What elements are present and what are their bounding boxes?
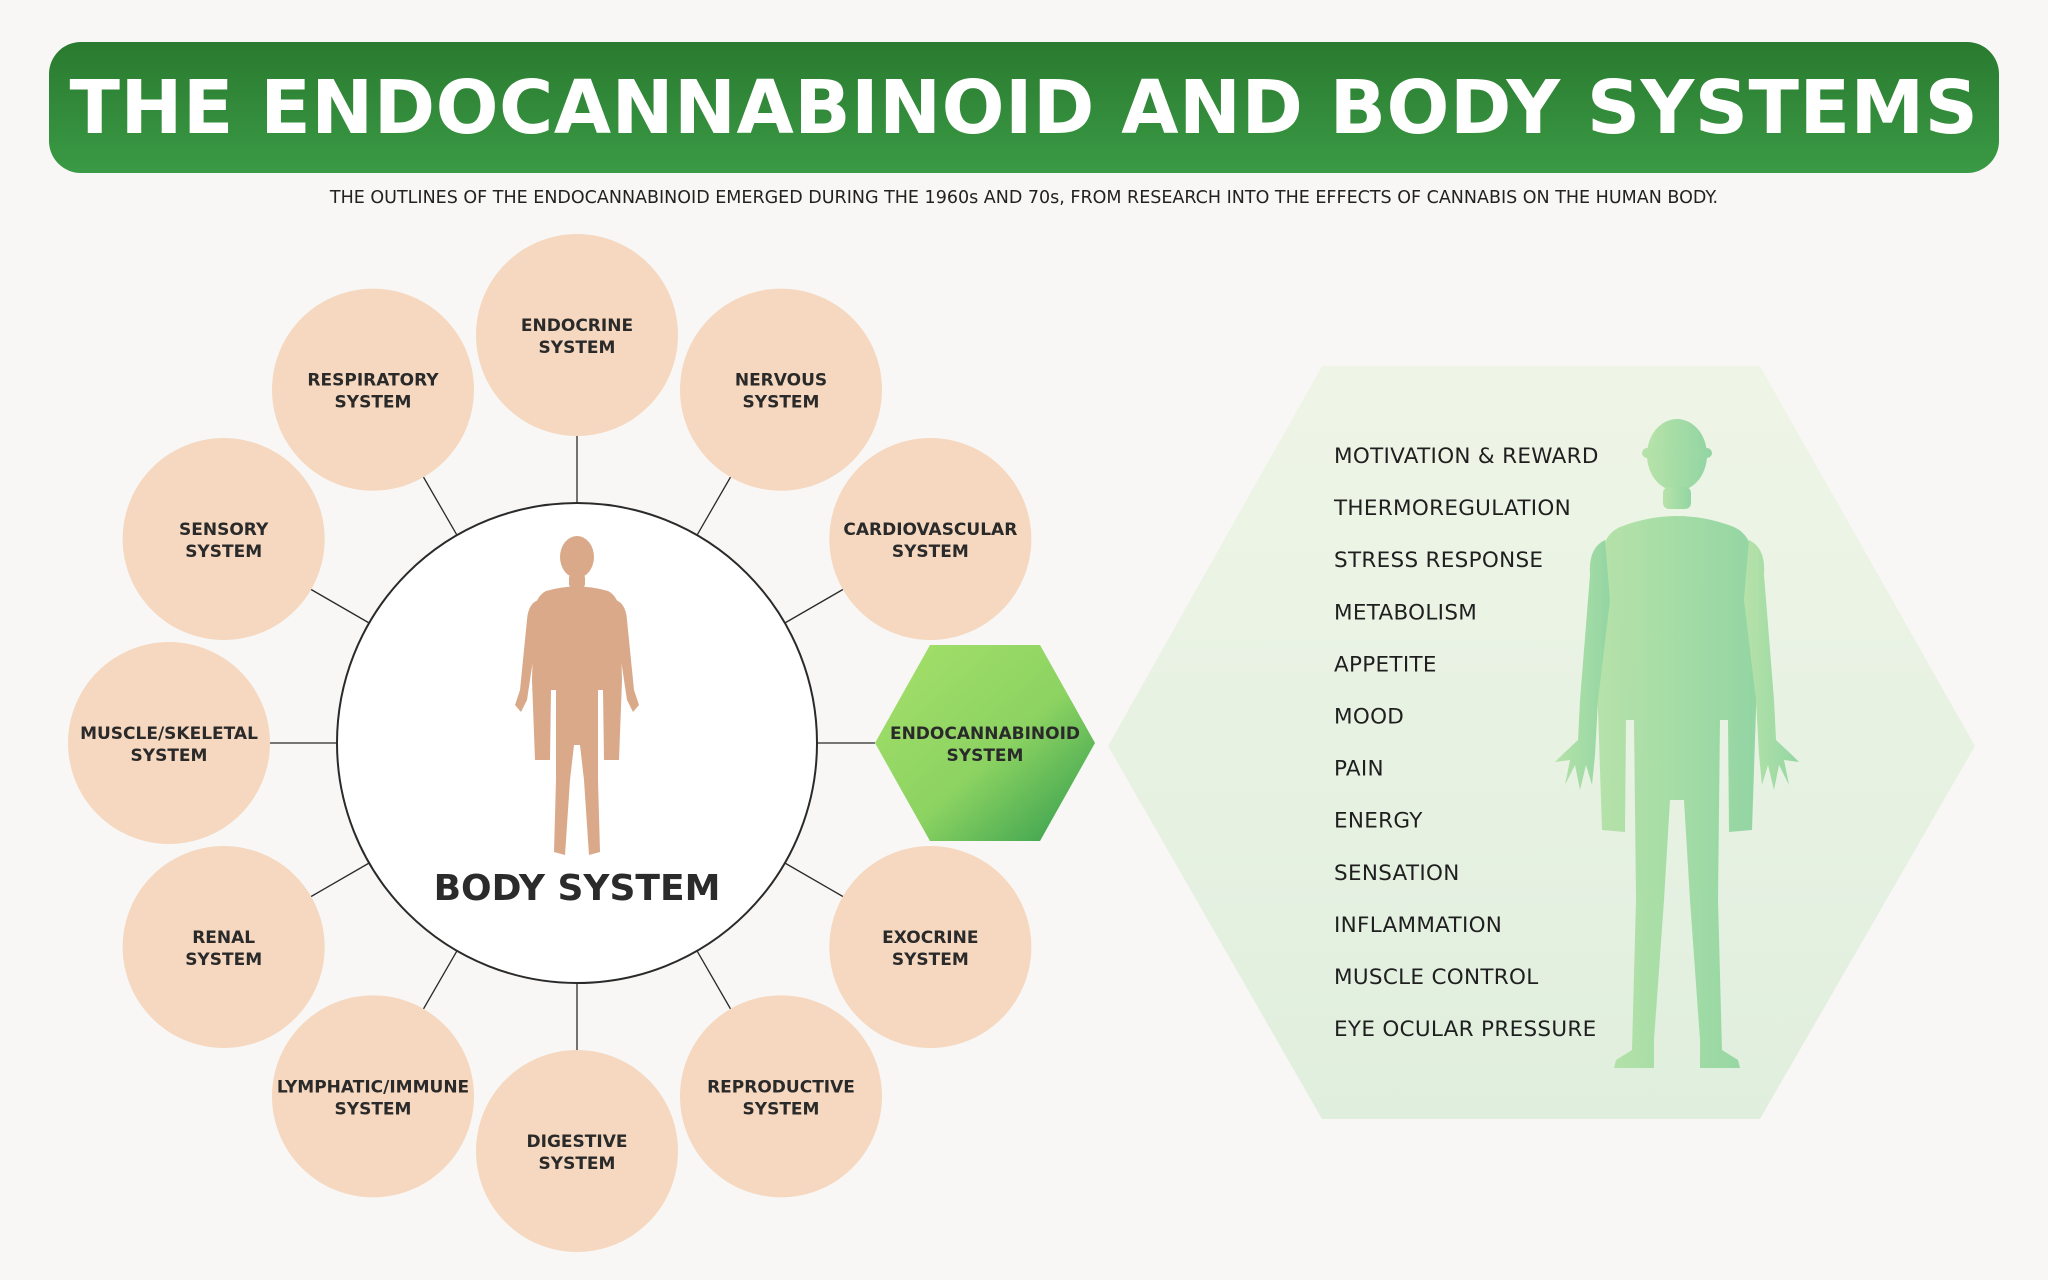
system-circle [122, 438, 325, 640]
system-label: RENAL [192, 928, 255, 948]
system-label: CARDIOVASCULAR [843, 520, 1017, 540]
system-label: SYSTEM [335, 393, 412, 413]
connector-line [310, 862, 370, 898]
title-banner: THE ENDOCANNABINOID AND BODY SYSTEMS [49, 42, 1999, 173]
effect-item: MOTIVATION & REWARD [1334, 444, 1599, 469]
connector-lines [270, 436, 875, 1050]
system-label: SYSTEM [185, 950, 262, 970]
endocannabinoid-hexagon [875, 645, 1095, 841]
system-label: SYSTEM [892, 542, 969, 562]
system-circle [476, 234, 678, 436]
system-label: SYSTEM [539, 1154, 616, 1174]
connector-line [310, 588, 370, 624]
system-label: LYMPHATIC/IMMUNE [277, 1077, 469, 1097]
system-label: SENSORY [179, 520, 269, 540]
effect-item: INFLAMMATION [1334, 913, 1502, 938]
system-circle [476, 1050, 678, 1252]
effect-item: ENERGY [1334, 809, 1423, 834]
system-label: SYSTEM [892, 950, 969, 970]
effect-item: STRESS RESPONSE [1334, 548, 1543, 573]
page-title: THE ENDOCANNABINOID AND BODY SYSTEMS [69, 64, 1979, 151]
effect-item: THERMOREGULATION [1333, 496, 1571, 521]
effect-item: EYE OCULAR PRESSURE [1334, 1017, 1597, 1042]
system-label: NERVOUS [735, 371, 827, 391]
connector-line [784, 862, 844, 898]
system-label: SYSTEM [185, 542, 262, 562]
effect-item: MUSCLE CONTROL [1334, 965, 1539, 990]
system-label: ENDOCANNABINOID [890, 724, 1080, 744]
system-label: MUSCLE/SKELETAL [80, 724, 258, 744]
connector-line [696, 476, 732, 536]
effect-item: SENSATION [1334, 861, 1460, 886]
connector-line [784, 588, 844, 624]
system-circle [680, 995, 882, 1198]
system-label: SYSTEM [743, 393, 820, 413]
system-label: REPRODUCTIVE [707, 1077, 855, 1097]
effects-panel [1108, 366, 1975, 1119]
system-circle [272, 288, 474, 491]
system-label: SYSTEM [131, 746, 208, 766]
system-nodes: ENDOCRINESYSTEMNERVOUSSYSTEMCARDIOVASCUL… [68, 234, 1095, 1252]
effect-item: APPETITE [1334, 652, 1437, 677]
system-label: EXOCRINE [882, 928, 978, 948]
system-label: SYSTEM [743, 1099, 820, 1119]
effect-item: METABOLISM [1334, 600, 1477, 625]
system-label: SYSTEM [947, 746, 1024, 766]
effects-list: MOTIVATION & REWARD THERMOREGULATION STRES… [1333, 444, 1599, 1042]
connector-line [696, 950, 732, 1010]
system-label: SYSTEM [539, 338, 616, 358]
body-system-label: BODY SYSTEM [434, 868, 721, 909]
system-circle [829, 846, 1032, 1048]
system-circle [829, 438, 1032, 640]
system-circle [680, 288, 882, 491]
human-body-icon [515, 536, 639, 855]
effect-item: MOOD [1334, 705, 1404, 730]
system-label: DIGESTIVE [527, 1132, 628, 1152]
green-human-icon [1555, 419, 1799, 1068]
system-circle [272, 995, 474, 1198]
page-subtitle: THE OUTLINES OF THE ENDOCANNABINOID EMER… [329, 188, 1719, 208]
system-circle [68, 642, 270, 844]
system-label: ENDOCRINE [521, 316, 633, 336]
connector-line [422, 476, 458, 536]
connector-line [422, 950, 458, 1010]
system-circle [122, 846, 325, 1048]
effect-item: PAIN [1334, 757, 1384, 782]
system-label: RESPIRATORY [307, 371, 439, 391]
system-label: SYSTEM [335, 1099, 412, 1119]
